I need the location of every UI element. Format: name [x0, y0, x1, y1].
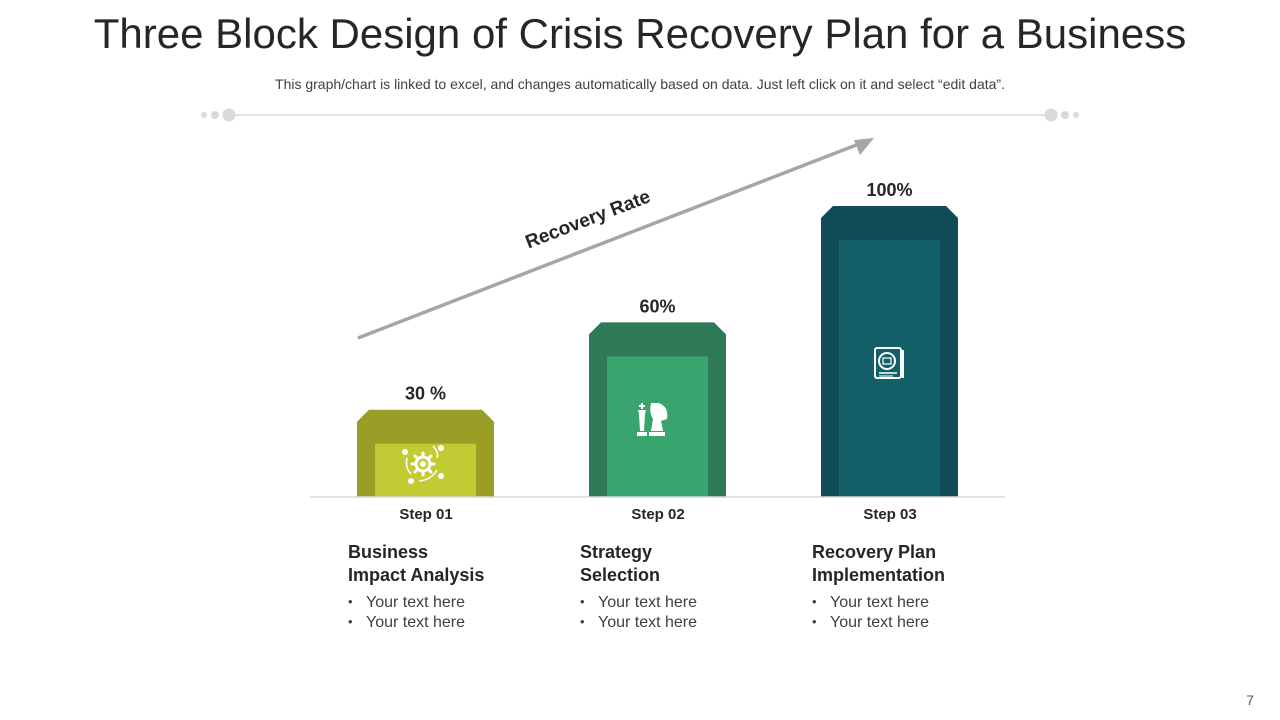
page-title: Three Block Design of Crisis Recovery Pl… — [93, 10, 1187, 57]
step-label-1: Step 01 — [399, 506, 453, 523]
step-label-2: Step 02 — [631, 506, 685, 523]
step-title-2-line1: Strategy — [580, 542, 653, 562]
step-bullets-3: Your text here Your text here — [812, 592, 1012, 632]
step-title-3-line1: Recovery Plan — [812, 542, 937, 562]
page-number: 7 — [1246, 692, 1254, 708]
bullet-item: Your text here — [580, 612, 780, 632]
step-bullets-1: Your text here Your text here — [348, 592, 548, 632]
step-title-2-line2: Selection — [580, 565, 661, 585]
bullet-item: Your text here — [348, 592, 548, 612]
step-title-3-line2: Implementation — [812, 565, 946, 585]
document-report-icon — [874, 347, 904, 379]
trend-label: Recovery Rate — [523, 186, 654, 253]
step-title-2: Strategy Selection — [580, 541, 780, 587]
bar-3-value-label: 100% — [866, 180, 912, 200]
trend-arrow — [357, 138, 874, 340]
bullet-item: Your text here — [812, 612, 1012, 632]
step-title-1: Business Impact Analysis — [348, 541, 548, 587]
page-subtitle: This graph/chart is linked to excel, and… — [275, 76, 1005, 92]
step-label-3: Step 03 — [863, 506, 917, 523]
decorative-divider — [201, 108, 1079, 122]
bar-1-value-label: 30 % — [405, 384, 446, 404]
bar-1 — [357, 409, 494, 497]
chess-pieces-icon — [637, 403, 668, 436]
step-bullets-2: Your text here Your text here — [580, 592, 780, 632]
bar-2-value-label: 60% — [639, 296, 675, 316]
bullet-item: Your text here — [348, 612, 548, 632]
step-title-1-line1: Business — [348, 542, 429, 562]
bullet-item: Your text here — [812, 592, 1012, 612]
bullet-item: Your text here — [580, 592, 780, 612]
bar-3 — [821, 206, 958, 497]
step-title-3: Recovery Plan Implementation — [812, 541, 1012, 587]
step-title-1-line2: Impact Analysis — [348, 565, 485, 585]
gear-cycle-icon — [402, 445, 444, 484]
